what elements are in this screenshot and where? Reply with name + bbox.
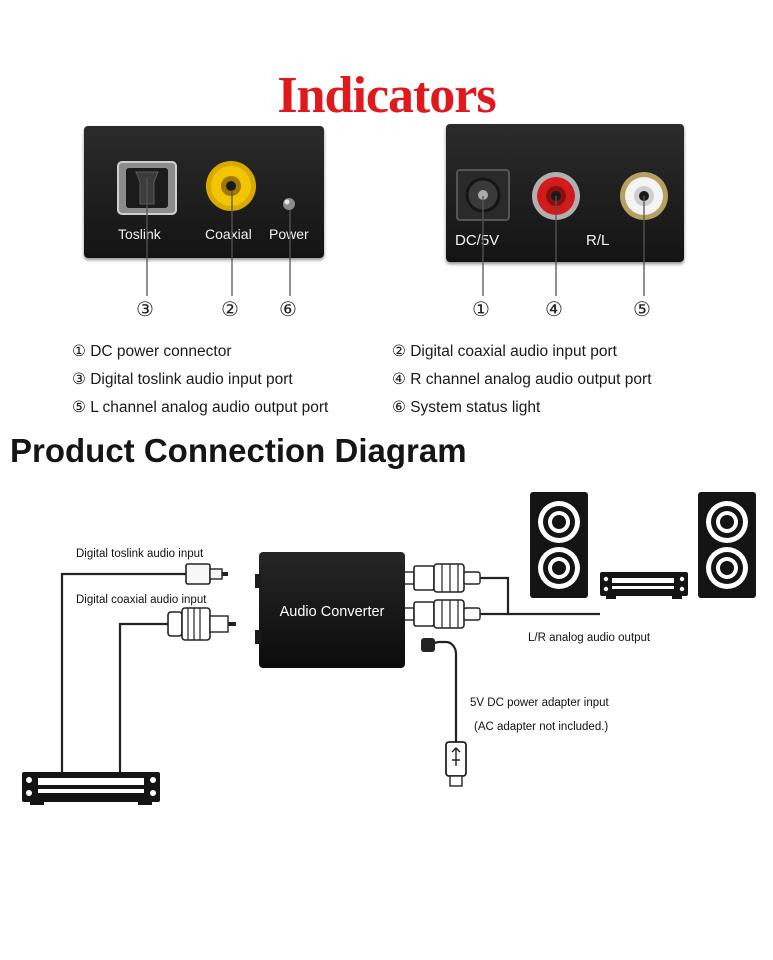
power-input-label: 5V DC power adapter input — [470, 697, 609, 709]
callout-3: ③ — [136, 297, 154, 321]
legend-item-4: ④ R channel analog audio output port — [392, 371, 652, 388]
callout-6: ⑥ — [279, 297, 297, 321]
rl-label: R/L — [586, 232, 610, 249]
legend-item-1: ① DC power connector — [72, 343, 232, 360]
legend-item-6: ⑥ System status light — [392, 399, 541, 416]
converter-left-tab — [255, 574, 261, 588]
converter-left-tab-2 — [255, 630, 261, 644]
amplifier-icon — [600, 572, 688, 599]
coaxial-plug-icon — [167, 607, 236, 641]
connection-wiring — [22, 492, 756, 805]
callout-leader-lines — [146, 178, 645, 296]
legend-item-2: ② Digital coaxial audio input port — [392, 343, 617, 360]
power-plug-icon — [421, 638, 467, 787]
diagram-title: Product Connection Diagram — [10, 432, 467, 469]
power-adapter-note: (AC adapter not included.) — [474, 721, 609, 733]
coaxial-input-label: Digital coaxial audio input — [76, 594, 207, 606]
coaxial-label: Coaxial — [205, 226, 252, 242]
callout-4: ④ — [545, 297, 563, 321]
callout-2: ② — [221, 297, 239, 321]
dc-jack-icon — [456, 169, 510, 221]
callout-1: ① — [472, 297, 490, 321]
indicators-title: Indicators — [277, 67, 496, 124]
audio-converter-label: Audio Converter — [279, 604, 385, 620]
power-led-icon — [283, 198, 295, 210]
right-speaker-icon — [698, 492, 756, 598]
output-plug-bottom-icon — [403, 599, 481, 629]
audio-converter-box: Audio Converter — [255, 552, 405, 668]
dc-label: DC/5V — [455, 232, 500, 249]
front-panel: Toslink Coaxial Power — [84, 126, 324, 258]
left-speaker-icon — [530, 492, 588, 598]
legend-item-3: ③ Digital toslink audio input port — [72, 371, 293, 388]
legend-item-5: ⑤ L channel analog audio output port — [72, 399, 329, 416]
power-label: Power — [269, 226, 309, 242]
callout-5: ⑤ — [633, 297, 651, 321]
toslink-plug-icon — [185, 563, 228, 585]
analog-output-label: L/R analog audio output — [528, 632, 651, 644]
coaxial-port-icon — [206, 161, 256, 211]
toslink-label: Toslink — [118, 226, 161, 242]
toslink-input-label: Digital toslink audio input — [76, 548, 204, 560]
output-plug-top-icon — [403, 563, 481, 593]
source-device-icon — [22, 772, 160, 805]
